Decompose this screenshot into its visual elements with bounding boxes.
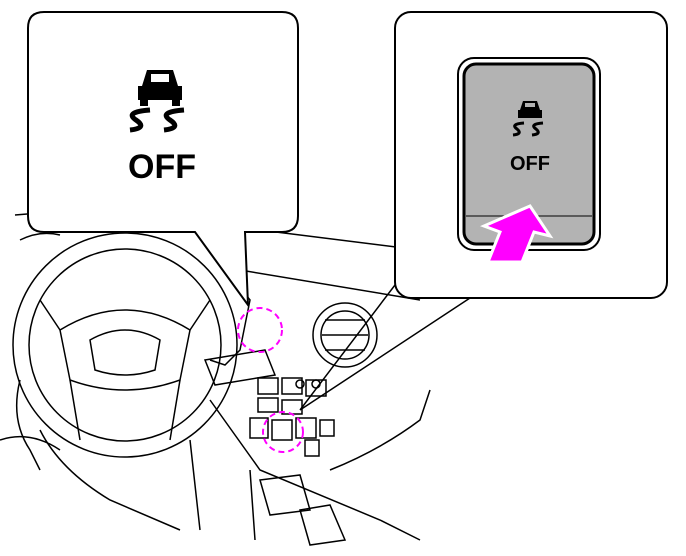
- dashboard-drawing: [0, 211, 431, 546]
- car-skid-icon: [129, 70, 185, 133]
- off-label: OFF: [128, 148, 196, 186]
- indicator-callout: OFF: [27, 11, 299, 309]
- off-label: OFF: [510, 153, 550, 175]
- press-arrow-icon: [480, 204, 554, 264]
- switch-callout: OFF: [299, 11, 668, 411]
- steering-hub: [59, 309, 191, 391]
- air-vent: [312, 302, 378, 368]
- highlight-switch-location: [262, 411, 304, 453]
- car-skid-icon: [512, 101, 544, 137]
- highlight-indicator-location: [237, 307, 283, 353]
- steering-wheel: [12, 232, 238, 458]
